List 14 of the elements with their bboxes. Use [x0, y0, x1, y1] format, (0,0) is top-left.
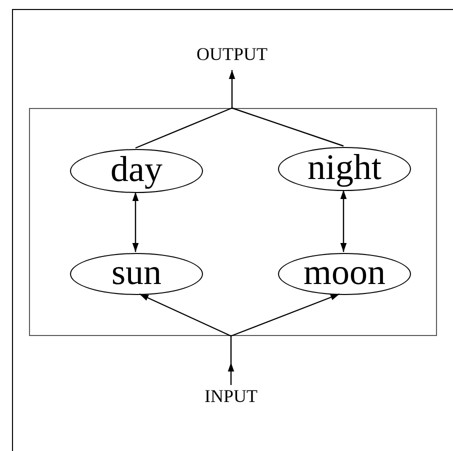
- ellipse-node: sun: [70, 253, 203, 295]
- arrow: [228, 70, 236, 108]
- ellipse-node: moon: [278, 253, 411, 295]
- arrow: [132, 192, 139, 252]
- terminal-label: OUTPUT: [177, 42, 287, 70]
- container-box: [29, 108, 437, 336]
- arrow: [340, 190, 347, 252]
- ellipse-node: night: [278, 147, 411, 191]
- connector-line: [232, 107, 344, 147]
- terminal-label: INPUT: [176, 385, 286, 411]
- arrow: [139, 293, 232, 337]
- arrow: [230, 293, 340, 337]
- connector-line: [135, 107, 232, 149]
- ellipse-node: day: [70, 149, 203, 193]
